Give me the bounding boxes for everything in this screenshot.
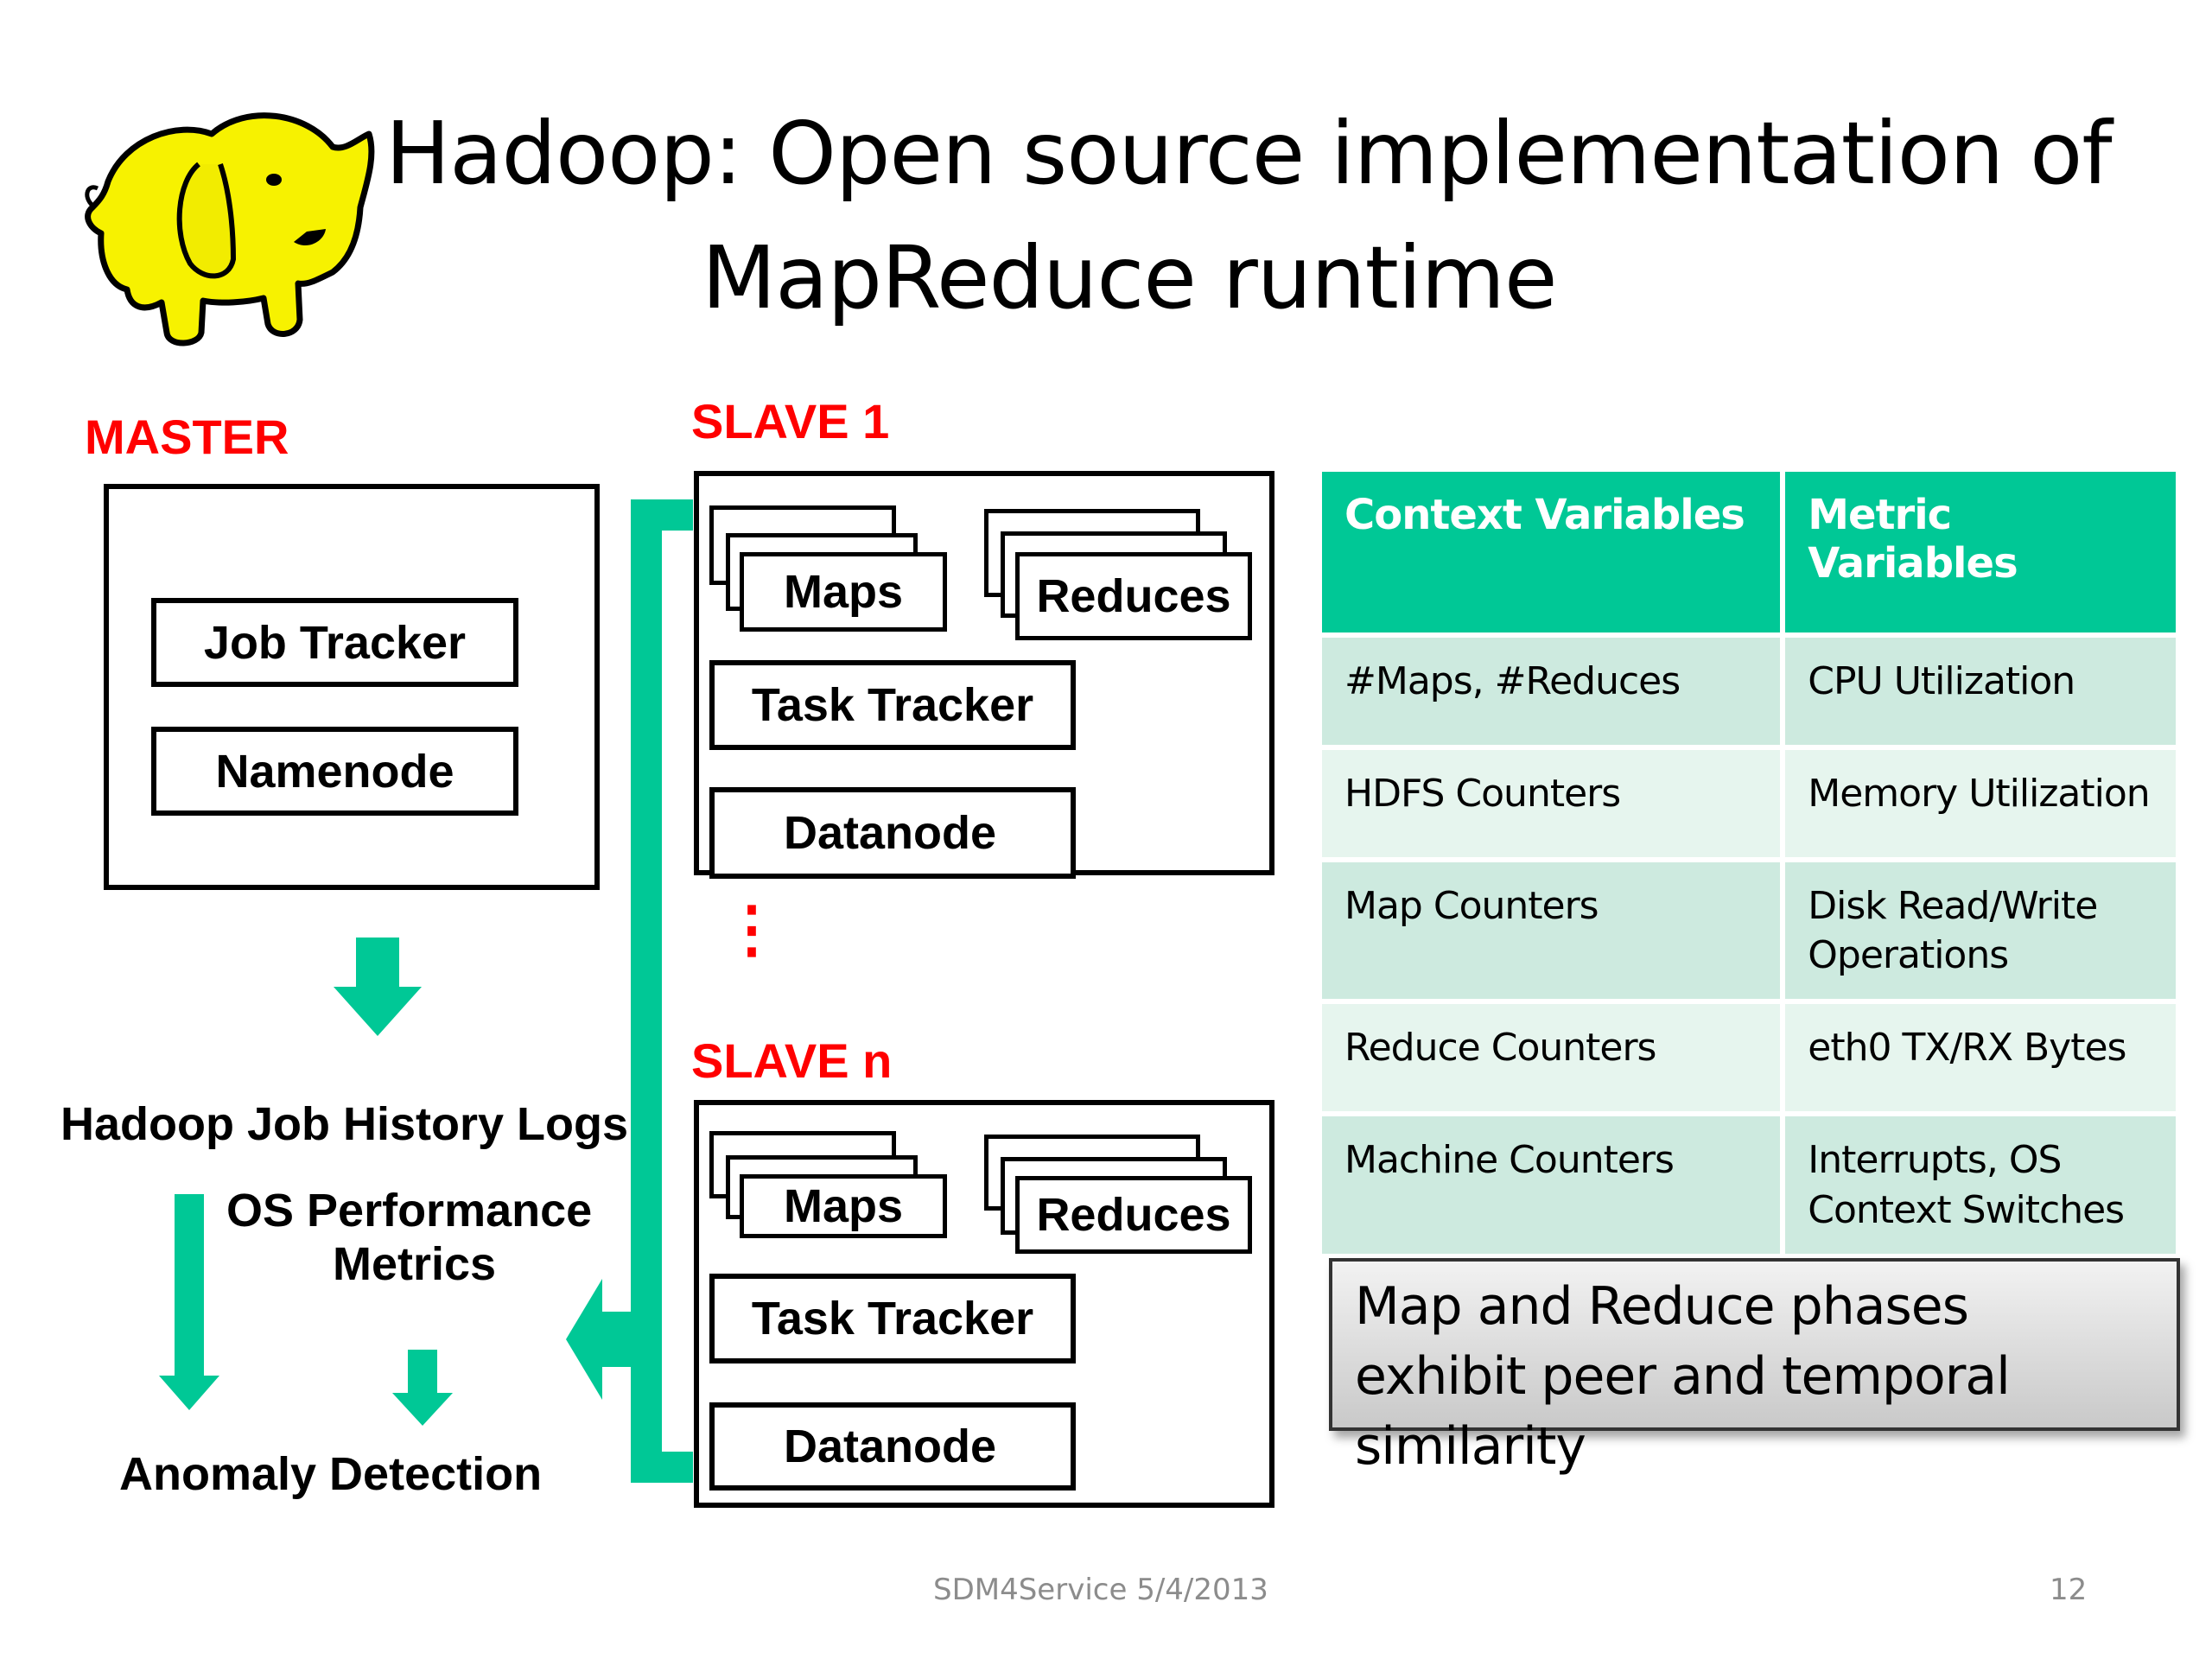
table-row: Machine Counters Interrupts, OS Context … bbox=[1322, 1116, 2176, 1254]
os-metrics-label-line1: OS Performance bbox=[226, 1185, 593, 1236]
table-cell: Reduce Counters bbox=[1322, 1004, 1781, 1112]
master-label: MASTER bbox=[85, 410, 289, 464]
table-row: Reduce Counters eth0 TX/RX Bytes bbox=[1322, 1004, 2176, 1112]
table-cell: Memory Utilization bbox=[1785, 750, 2176, 857]
down-arrow-icon bbox=[334, 938, 422, 1036]
ellipsis-vertical: ⋮ bbox=[721, 895, 783, 964]
table-row: Map Counters Disk Read/Write Operations bbox=[1322, 862, 2176, 1000]
reduces-box: Reduces bbox=[1015, 1176, 1252, 1254]
connector-vertical bbox=[631, 499, 662, 1482]
anomaly-detection-label: Anomaly Detection bbox=[119, 1448, 543, 1500]
table-cell: #Maps, #Reduces bbox=[1322, 638, 1781, 745]
down-arrow-icon bbox=[392, 1350, 453, 1426]
slave-1-box: Maps Reduces Task Tracker Datanode bbox=[694, 471, 1274, 879]
os-metrics-label-line2: Metrics bbox=[333, 1238, 497, 1290]
slave-n-label: SLAVE n bbox=[691, 1033, 893, 1088]
task-tracker-box: Task Tracker bbox=[709, 1274, 1076, 1363]
table-cell: CPU Utilization bbox=[1785, 638, 2176, 745]
footer-text: SDM4Service 5/4/2013 bbox=[933, 1573, 1268, 1607]
table-cell: Machine Counters bbox=[1322, 1116, 1781, 1254]
table-cell: Disk Read/Write Operations bbox=[1785, 862, 2176, 1000]
table-cell: Interrupts, OS Context Switches bbox=[1785, 1116, 2176, 1254]
table-cell: Map Counters bbox=[1322, 862, 1781, 1000]
task-tracker-box: Task Tracker bbox=[709, 660, 1076, 750]
table-row: #Maps, #Reduces CPU Utilization bbox=[1322, 638, 2176, 745]
table-cell: eth0 TX/RX Bytes bbox=[1785, 1004, 2176, 1112]
table-header-row: Context Variables Metric Variables bbox=[1322, 472, 2176, 632]
page-number: 12 bbox=[2050, 1573, 2088, 1607]
datanode-box: Datanode bbox=[709, 787, 1076, 879]
namenode-box: Namenode bbox=[151, 727, 518, 816]
variables-table: Context Variables Metric Variables #Maps… bbox=[1317, 467, 2181, 1259]
table-row: HDFS Counters Memory Utilization bbox=[1322, 750, 2176, 857]
similarity-callout: Map and Reduce phases exhibit peer and t… bbox=[1329, 1258, 2180, 1477]
down-arrow-icon bbox=[159, 1194, 219, 1410]
column-header-metric: Metric Variables bbox=[1785, 472, 2176, 632]
slide-title-line1: Hadoop: Open source implementation of bbox=[385, 103, 2113, 204]
slave-1-label: SLAVE 1 bbox=[691, 394, 890, 448]
hadoop-elephant-icon bbox=[85, 112, 375, 346]
maps-box: Maps bbox=[740, 1174, 947, 1238]
connector-bottom bbox=[631, 1452, 693, 1483]
reduces-box: Reduces bbox=[1015, 552, 1252, 640]
maps-box: Maps bbox=[740, 552, 947, 632]
job-history-logs-label: Hadoop Job History Logs bbox=[60, 1098, 629, 1150]
slide-title-line2: MapReduce runtime bbox=[702, 227, 1557, 328]
table-cell: HDFS Counters bbox=[1322, 750, 1781, 857]
job-tracker-box: Job Tracker bbox=[151, 598, 518, 687]
datanode-box: Datanode bbox=[709, 1402, 1076, 1491]
column-header-context: Context Variables bbox=[1322, 472, 1781, 632]
slave-n-box: Maps Reduces Task Tracker Datanode bbox=[694, 1100, 1274, 1508]
left-arrow-icon bbox=[566, 1279, 635, 1400]
connector-top bbox=[631, 499, 693, 531]
master-box bbox=[104, 484, 600, 890]
